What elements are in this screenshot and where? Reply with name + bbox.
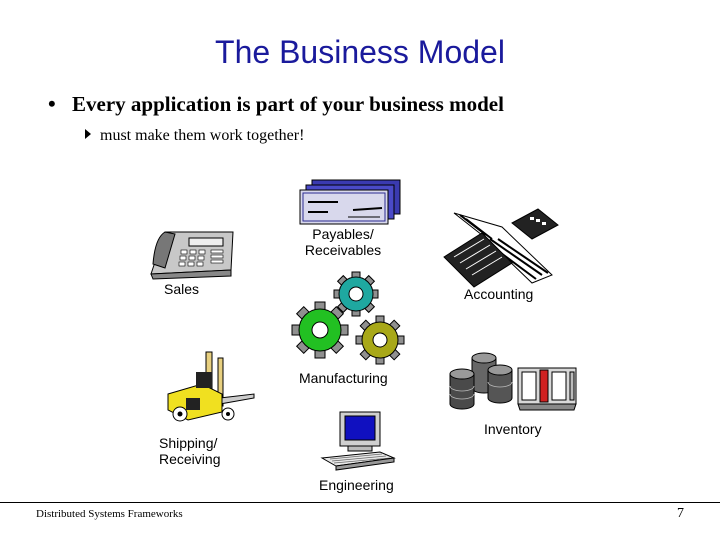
database-icon <box>449 352 513 410</box>
footer-left-text: Distributed Systems Frameworks <box>36 508 183 520</box>
payables-label: Payables/ Receivables <box>304 226 382 258</box>
footer-rule <box>0 502 720 503</box>
bullet-sub: must make them work together! <box>85 127 304 145</box>
forklift-icon <box>167 351 255 422</box>
accounting-label: Accounting <box>464 286 534 302</box>
warehouse-icon <box>517 367 577 411</box>
checks-icon <box>299 179 401 225</box>
sales-label: Sales <box>164 281 200 297</box>
bullet-dot-icon: • <box>48 91 56 116</box>
gears-icon <box>291 271 405 365</box>
computer-icon <box>320 411 396 471</box>
page-title: The Business Model <box>215 34 505 70</box>
shipping-label: Shipping/ Receiving <box>159 435 221 467</box>
telephone-icon <box>150 231 234 280</box>
arrow-bullet-icon <box>85 129 91 139</box>
inventory-label: Inventory <box>484 421 542 437</box>
adding-machine-icon <box>443 208 559 288</box>
page-number: 7 <box>677 506 684 521</box>
engineering-label: Engineering <box>319 477 394 493</box>
bullet-main-text: Every application is part of your busine… <box>72 92 504 116</box>
bullet-sub-text: must make them work together! <box>100 127 305 144</box>
manufacturing-label: Manufacturing <box>299 370 388 386</box>
